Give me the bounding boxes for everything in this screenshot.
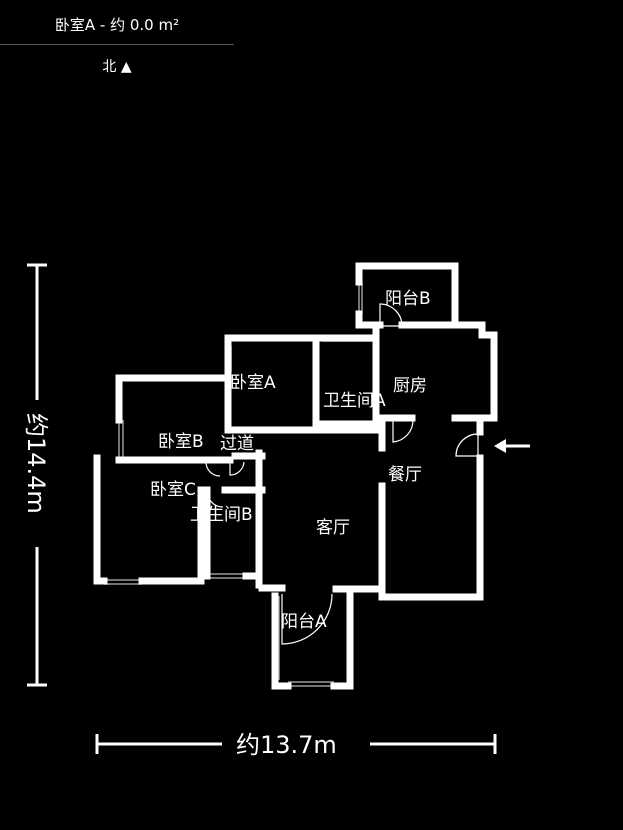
room-label-corridor: 过道 [220, 434, 254, 454]
room-label-bathroom-b: 卫生间B [190, 505, 253, 525]
room-label-bedroom-b: 卧室B [158, 432, 204, 452]
room-label-balcony-b: 阳台B [385, 289, 431, 309]
room-label-balcony-a: 阳台A [281, 612, 327, 632]
doors [205, 303, 479, 645]
door-swing [205, 461, 221, 477]
door-swing [379, 303, 403, 327]
door-swing [392, 419, 414, 443]
room-label-kitchen: 厨房 [393, 376, 427, 396]
arrow-left-icon [494, 439, 530, 453]
north-indicator: 北 ▲ [102, 59, 132, 75]
room-label-bedroom-c: 卧室C [150, 480, 196, 500]
page-title: 卧室A - 约 0.0 m² [54, 16, 180, 34]
height-dimension [27, 263, 47, 687]
door-swing [229, 461, 245, 476]
room-label-bedroom-a: 卧室A [230, 373, 276, 393]
door-swing [206, 490, 224, 508]
width-dimension [95, 734, 497, 754]
header-divider [0, 44, 234, 45]
room-label-dining: 餐厅 [388, 465, 422, 485]
walls [93, 262, 498, 690]
door-swing [455, 433, 479, 457]
height-label: 约14.4m [22, 413, 50, 514]
width-label: 约13.7m [236, 731, 337, 759]
room-label-bathroom-a: 卫生间A [323, 391, 386, 411]
room-label-living: 客厅 [316, 518, 350, 538]
door-swing [281, 593, 333, 645]
